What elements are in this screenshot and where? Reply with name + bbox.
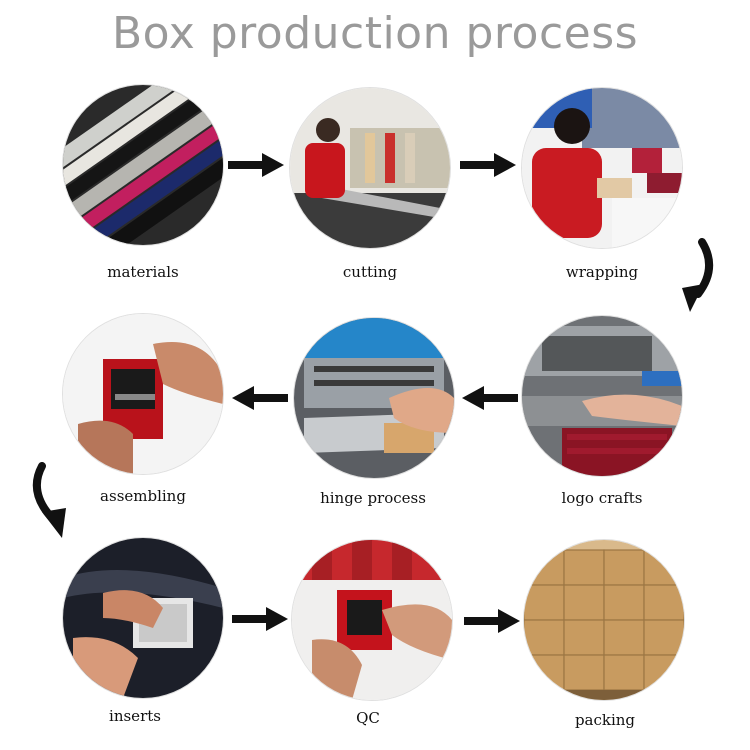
step-qc-photo [292,540,452,700]
step-label: inserts [109,707,161,725]
step-label: logo crafts [561,489,643,507]
step-label: hinge process [320,489,426,507]
step-label: packing [574,711,636,729]
step-logo-crafts-photo [522,316,682,476]
arrow-right-icon [460,153,516,177]
arrow-right-icon [464,609,520,633]
step-label: wrapping [565,263,639,281]
curved-arrow-down-icon [682,238,713,312]
step-hinge-process-photo [294,318,454,478]
arrow-left-icon [232,386,288,410]
step-materials-photo [63,85,223,245]
arrow-right-icon [232,607,288,631]
arrow-left-icon [462,386,518,410]
arrow-right-icon [228,153,284,177]
curved-arrow-down-icon [32,462,66,538]
step-cutting-photo [290,88,450,248]
step-inserts-photo [63,538,223,698]
page-title: Box production process [111,8,639,59]
step-label: QC [356,709,380,727]
step-wrapping-photo [522,88,682,248]
step-packing-photo [524,540,684,700]
step-label: assembling [100,487,186,505]
step-label: materials [107,263,179,281]
step-assembling-photo [63,314,223,474]
step-label: cutting [342,263,398,281]
